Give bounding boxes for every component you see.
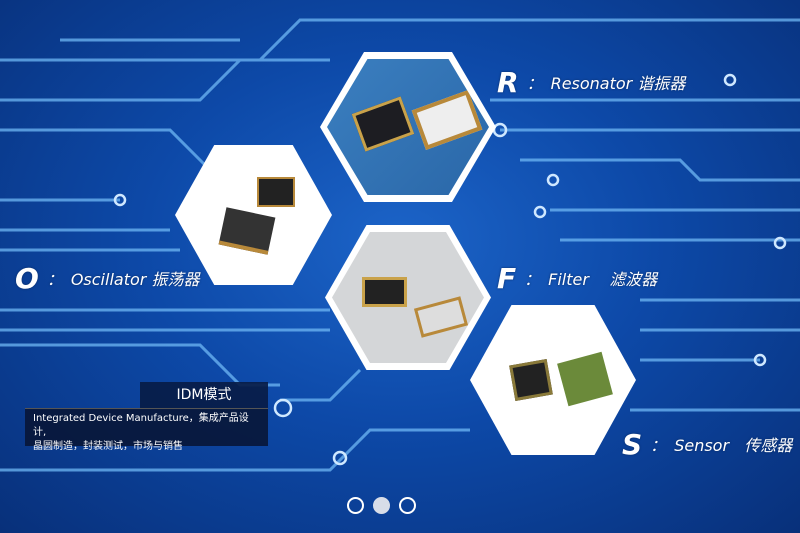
idm-line-2: 晶圆制造，封装测试，市场与销售 <box>33 441 183 452</box>
oscillator-image <box>182 152 325 278</box>
label-filter: F：Filter 滤波器 <box>497 262 658 295</box>
filter-image <box>332 232 484 363</box>
carousel-dot-2[interactable] <box>373 497 390 514</box>
carousel-dot-1[interactable] <box>347 497 364 514</box>
idm-title: IDM模式 <box>140 382 268 409</box>
label-oscillator: O：Oscillator 振荡器 <box>15 262 200 295</box>
idm-line-1: Integrated Device Manufacture，集成产品设计, <box>33 413 249 438</box>
carousel-dot-3[interactable] <box>399 497 416 514</box>
resonator-hex[interactable] <box>320 52 496 202</box>
label-sensor: S：Sensor 传感器 <box>622 428 793 461</box>
label-resonator: R：Resonator 谐振器 <box>497 66 686 99</box>
resonator-image <box>327 59 489 195</box>
idm-description: Integrated Device Manufacture，集成产品设计, 晶圆… <box>25 408 268 452</box>
sensor-image <box>477 312 629 448</box>
